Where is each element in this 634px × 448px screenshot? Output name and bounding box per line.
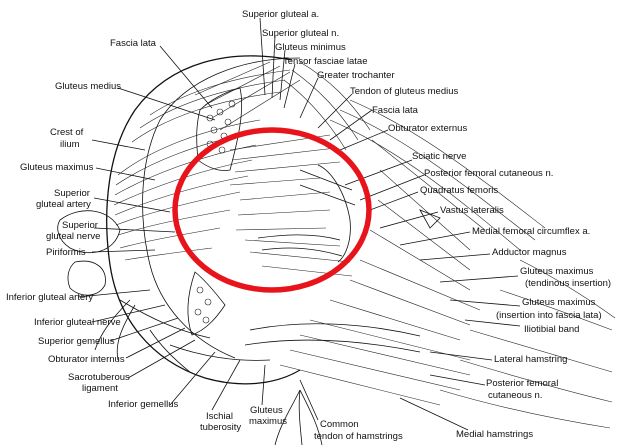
label-sciatic-nerve: Sciatic nerve <box>412 151 466 162</box>
label-medial-hamstrings: Medial hamstrings <box>456 429 533 440</box>
label-gluteus-minimus: Gluteus minimus <box>275 42 346 53</box>
label-gluteus-bottom-1: Gluteus <box>250 405 283 416</box>
label-posterior-femoral-cutaneous-top: Posterior femoral cutaneous n. <box>424 168 553 179</box>
label-gluteus-maximus-fascia-2: (insertion into fascia lata) <box>496 310 602 321</box>
label-adductor-magnus: Adductor magnus <box>492 247 567 258</box>
label-inferior-gluteal-artery: Inferior gluteal artery <box>6 292 93 303</box>
label-gluteus-medius: Gluteus medius <box>55 81 121 92</box>
label-quadratus-femoris: Quadratus femoris <box>420 185 498 196</box>
label-posterior-femoral-bottom-1: Posterior femoral <box>486 378 558 389</box>
label-superior-gluteal-a: Superior gluteal a. <box>242 9 319 20</box>
label-common-2: tendon of hamstrings <box>314 431 403 442</box>
label-posterior-femoral-bottom-2: cutaneous n. <box>488 390 542 401</box>
label-greater-trochanter: Greater trochanter <box>317 70 395 81</box>
label-obturator-externus: Obturator externus <box>388 123 467 134</box>
label-lateral-hamstring: Lateral hamstring <box>494 354 567 365</box>
label-superior-1: Superior <box>54 188 90 199</box>
cut-gluteus-maximus-edge-lower <box>188 272 225 335</box>
label-superior-gluteal-n: Superior gluteal n. <box>262 28 339 39</box>
label-ilium: ilium <box>60 139 80 150</box>
label-iliotibial-band: Iliotibial band <box>524 324 579 335</box>
label-gluteal-nerve: gluteal nerve <box>46 231 100 242</box>
label-gluteus-maximus-tendinous-2: (tendinous insertion) <box>525 278 611 289</box>
label-crest-of: Crest of <box>50 127 84 138</box>
label-medial-femoral-circumflex: Medial femoral circumflex a. <box>472 226 590 237</box>
label-sacrotuberous-2: ligament <box>82 383 118 394</box>
label-superior-2: Superior <box>62 220 98 231</box>
label-gluteal-artery: gluteal artery <box>36 199 91 210</box>
label-ischial-1: Ischial <box>206 411 233 422</box>
label-sacrotuberous-1: Sacrotuberous <box>68 372 130 383</box>
gluteus-maximus-fibres <box>114 70 290 260</box>
leader-lines <box>78 18 520 430</box>
buttock-outline <box>107 56 300 384</box>
label-piriformis: Piriformis <box>46 247 86 258</box>
label-inferior-gluteal-nerve: Inferior gluteal nerve <box>34 317 121 328</box>
label-fascia-lata-right: Fascia lata <box>372 105 419 116</box>
label-superior-gemellus: Superior gemellus <box>38 336 115 347</box>
label-obturator-internus: Obturator internus <box>48 354 125 365</box>
label-fascia-lata-left: Fascia lata <box>110 38 157 49</box>
label-gluteus-maximus-fascia-1: Gluteus maximus <box>522 297 596 308</box>
label-tendon-gluteus-medius: Tendon of gluteus medius <box>350 86 459 97</box>
label-ischial-2: tuberosity <box>200 422 241 433</box>
label-common-1: Common <box>320 419 359 430</box>
label-tensor-fasciae-latae: Tensor fasciae latae <box>283 56 368 67</box>
thigh-fibres <box>245 100 615 428</box>
highlight-circle <box>175 130 369 290</box>
label-gluteus-bottom-2: maximus <box>249 416 287 427</box>
label-inferior-gemellus: Inferior gemellus <box>108 399 178 410</box>
label-gluteus-maximus-left: Gluteus maximus <box>20 162 94 173</box>
deep-muscles <box>230 135 355 276</box>
label-gluteus-maximus-tendinous-1: Gluteus maximus <box>520 266 594 277</box>
label-vastus-lateralis: Vastus lateralis <box>440 205 504 216</box>
